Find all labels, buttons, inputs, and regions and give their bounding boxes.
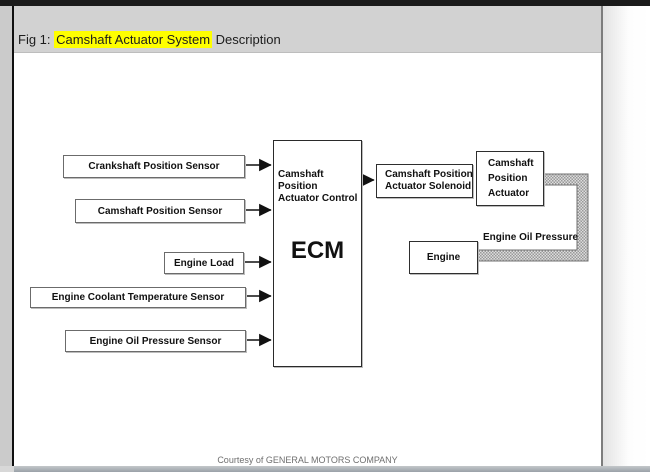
- box-label: Engine Load: [174, 257, 234, 269]
- box-camshaft-position-actuator: Camshaft Position Actuator: [476, 151, 544, 206]
- box-engine-oil-pressure-sensor: Engine Oil Pressure Sensor: [65, 330, 246, 352]
- frame-right-border: [601, 6, 603, 466]
- top-border-bar: [0, 0, 650, 6]
- box-label: Crankshaft Position Sensor: [88, 161, 220, 172]
- box-label: Engine: [426, 252, 461, 263]
- box-label: Engine Oil Pressure Sensor: [89, 335, 222, 347]
- frame-left-border: [12, 6, 14, 466]
- footer-credit: Courtesy of GENERAL MOTORS COMPANY: [217, 455, 398, 465]
- box-camshaft-position-sensor: Camshaft Position Sensor: [75, 199, 245, 223]
- figure-title-highlight: Camshaft Actuator System: [54, 31, 213, 48]
- box-label: Camshaft Position Sensor: [97, 205, 223, 217]
- box-camshaft-position-actuator-solenoid: Camshaft Position Actuator Solenoid: [376, 164, 473, 198]
- solenoid-label-line: Camshaft Position: [385, 169, 473, 180]
- figure-header: Fig 1: Camshaft Actuator System Descript…: [14, 6, 601, 53]
- box-engine-coolant-temperature-sensor: Engine Coolant Temperature Sensor: [30, 287, 246, 308]
- horizontal-scrollbar-track-left: [0, 466, 14, 472]
- figure-title-suffix: Description: [212, 32, 281, 47]
- actuator-label-line: Actuator: [488, 188, 530, 199]
- figure-title-prefix: Fig 1:: [18, 32, 55, 47]
- box-engine-load: Engine Load: [164, 252, 244, 274]
- box-label: Engine Coolant Temperature Sensor: [51, 292, 225, 303]
- box-engine: Engine: [409, 241, 478, 274]
- ecm-name-label: ECM: [290, 237, 345, 264]
- ecm-control-label: Camshaft Position Actuator Control: [278, 169, 361, 205]
- figure-title: Fig 1: Camshaft Actuator System Descript…: [18, 31, 281, 48]
- box-ecm: Camshaft Position Actuator Control ECM: [273, 140, 362, 367]
- right-scroll-gutter: [603, 6, 650, 466]
- oil-pressure-label: Engine Oil Pressure: [483, 232, 579, 243]
- box-crankshaft-position-sensor: Crankshaft Position Sensor: [63, 155, 245, 178]
- ecm-control-line: Camshaft Position: [278, 169, 324, 192]
- horizontal-scrollbar[interactable]: [0, 466, 650, 472]
- actuator-label-line: Position: [488, 173, 528, 184]
- actuator-label-line: Camshaft: [488, 158, 534, 169]
- left-gutter: [0, 6, 12, 466]
- solenoid-label-line: Actuator Solenoid: [385, 181, 472, 192]
- ecm-control-line: Actuator Control: [278, 193, 358, 204]
